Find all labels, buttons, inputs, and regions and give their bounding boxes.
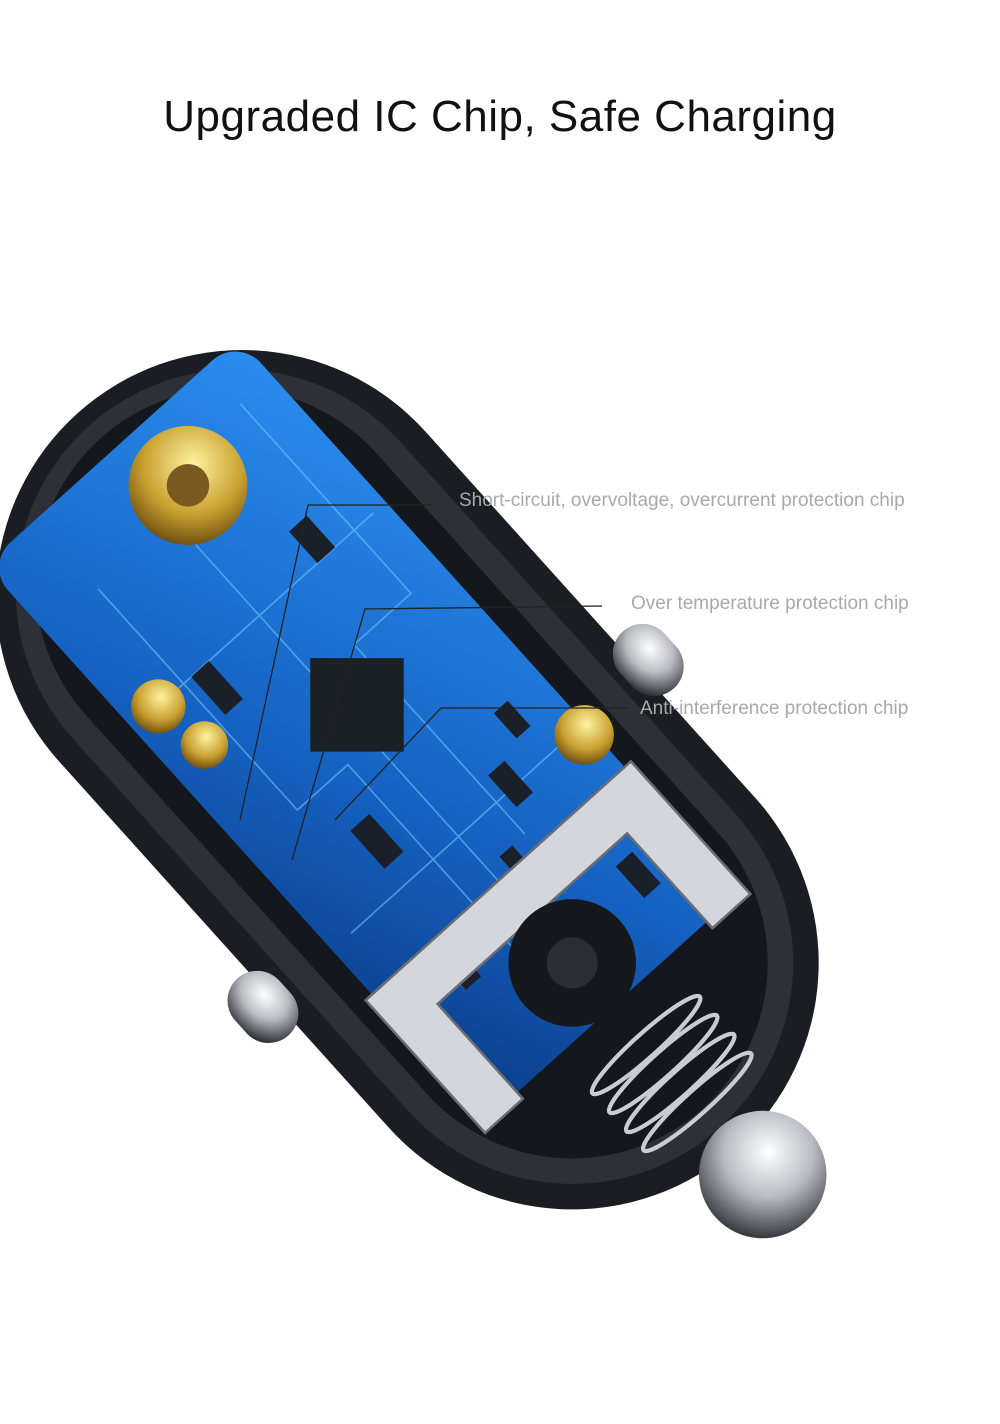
ic-chip bbox=[310, 658, 404, 752]
page-title: Upgraded IC Chip, Safe Charging bbox=[163, 92, 837, 141]
side-contact-left bbox=[612, 623, 684, 697]
metal-clip bbox=[363, 759, 753, 1135]
tip-contact bbox=[698, 1110, 827, 1239]
callout-lines bbox=[239, 504, 628, 861]
callout-anti-interference: Anti-interference protection chip bbox=[640, 698, 909, 719]
callout-over-temperature: Over temperature protection chip bbox=[631, 593, 909, 614]
callout-short-circuit: Short-circuit, overvoltage, overcurrent … bbox=[459, 490, 905, 511]
side-contact-right bbox=[227, 970, 299, 1043]
